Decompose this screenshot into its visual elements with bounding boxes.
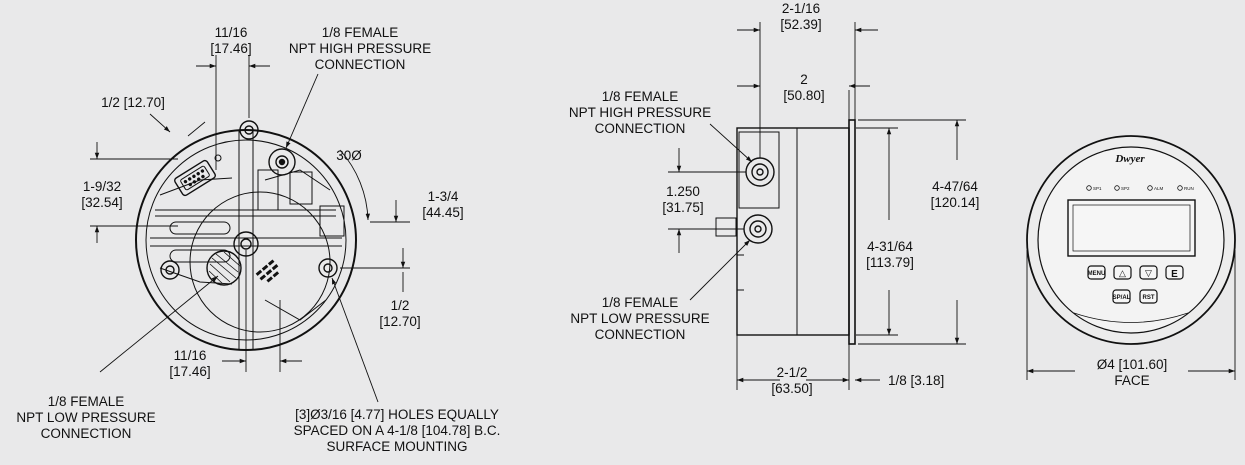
back-dim-left-frac: 1-9/32	[83, 179, 121, 194]
back-high-pressure-port	[268, 148, 296, 176]
down-arrow-icon: ▽	[1145, 268, 1152, 278]
back-view	[135, 120, 357, 351]
back-dim-left-mm: [32.54]	[81, 195, 122, 210]
indicator-run: RUN	[1184, 186, 1194, 191]
up-arrow-icon: △	[1119, 268, 1126, 278]
mounting-hole-right	[318, 258, 338, 278]
side-low-conn-line2: NPT LOW PRESSURE	[570, 311, 709, 326]
molded-logo	[255, 259, 280, 283]
side-high-conn-line3: CONNECTION	[595, 121, 686, 136]
side-dim-top2-frac: 2	[800, 72, 808, 87]
back-dim-right-low-frac: 1/2	[391, 298, 410, 313]
menu-button[interactable]	[1087, 265, 1106, 280]
back-dim-top-mm: [17.46]	[210, 41, 251, 56]
side-dim-flange: 1/8 [3.18]	[888, 373, 944, 388]
back-dim-right-low-mm: [12.70]	[379, 314, 420, 329]
rst-button-label: RST	[1143, 295, 1155, 301]
side-connector-housing	[738, 131, 780, 209]
side-dim-spacing-mm: [31.75]	[662, 200, 703, 215]
db9-connector	[174, 159, 216, 197]
side-dim-top1-mm: [52.39]	[780, 17, 821, 32]
side-view	[715, 119, 856, 345]
back-low-conn-line2: NPT LOW PRESSURE	[16, 410, 155, 425]
side-dim-top2-mm: [50.80]	[783, 88, 824, 103]
holes-note-line3: SURFACE MOUNTING	[326, 439, 467, 454]
rst-button[interactable]	[1139, 289, 1158, 304]
back-angle: 30Ø	[336, 148, 362, 163]
back-dim-bottom-frac: 11/16	[174, 348, 207, 363]
down-button[interactable]	[1139, 265, 1158, 280]
sp-al-button[interactable]	[1112, 289, 1131, 304]
side-dim-outer-mm: [120.14]	[931, 195, 980, 210]
lcd-display	[1067, 199, 1196, 257]
indicator-leds	[1086, 185, 1183, 191]
front-face-label: FACE	[1114, 373, 1149, 388]
enter-button-label: E	[1171, 269, 1178, 280]
side-high-pressure-port	[745, 157, 775, 187]
back-dim-bottom-mm: [17.46]	[169, 364, 210, 379]
enter-button[interactable]	[1165, 265, 1184, 280]
holes-note-line2: SPACED ON A 4-1/8 [104.78] B.C.	[294, 423, 501, 438]
back-high-conn-line1: 1/8 FEMALE	[322, 25, 399, 40]
back-dim-right-frac: 1-3/4	[428, 189, 459, 204]
front-face-dim: Ø4 [101.60]	[1097, 357, 1168, 372]
back-low-conn-line1: 1/8 FEMALE	[48, 394, 125, 409]
side-flange	[848, 119, 856, 345]
back-dim-right-mm: [44.45]	[422, 205, 463, 220]
side-dim-outer-frac: 4-47/64	[932, 179, 978, 194]
side-dim-inner-mm: [113.79]	[866, 255, 914, 270]
mounting-hole-left	[160, 260, 180, 280]
front-view: Dwyer SP1 SP2 ALM RUN MENU △ ▽ E SP/AL R…	[1026, 135, 1236, 345]
mounting-hole-top	[239, 120, 259, 140]
holes-note-line1: [3]Ø3/16 [4.77] HOLES EQUALLY	[295, 407, 499, 422]
side-dim-inner-frac: 4-31/64	[867, 239, 913, 254]
indicator-sp2: SP2	[1121, 186, 1130, 191]
sp-al-button-label: SP/AL	[1113, 295, 1131, 301]
side-low-conn-line1: 1/8 FEMALE	[602, 295, 679, 310]
back-high-conn-line2: NPT HIGH PRESSURE	[289, 41, 431, 56]
side-low-conn-line3: CONNECTION	[595, 327, 686, 342]
side-dim-spacing-in: 1.250	[666, 184, 700, 199]
indicator-sp1: SP1	[1093, 186, 1102, 191]
indicator-alm: ALM	[1154, 186, 1164, 191]
back-dim-half-left: 1/2 [12.70]	[101, 95, 165, 110]
side-view-labels: 2-1/16 [52.39] 2 [50.80] 1/8 FEMALE NPT …	[569, 1, 980, 396]
back-low-conn-line3: CONNECTION	[41, 426, 132, 441]
brand-logo: Dwyer	[1114, 153, 1145, 165]
back-view-labels: 11/16 [17.46] 1/8 FEMALE NPT HIGH PRESSU…	[16, 25, 500, 454]
side-high-conn-line1: 1/8 FEMALE	[602, 89, 679, 104]
side-high-conn-line2: NPT HIGH PRESSURE	[569, 105, 711, 120]
side-dim-bottom-frac: 2-1/2	[777, 365, 808, 380]
vent-grille	[206, 250, 242, 286]
menu-button-label: MENU	[1088, 271, 1106, 277]
side-dim-top1-frac: 2-1/16	[782, 1, 820, 16]
back-high-conn-line3: CONNECTION	[315, 57, 406, 72]
up-button[interactable]	[1113, 265, 1132, 280]
side-dim-bottom-mm: [63.50]	[771, 381, 812, 396]
back-dim-top-frac: 11/16	[215, 25, 248, 40]
side-low-pressure-port	[743, 214, 773, 244]
